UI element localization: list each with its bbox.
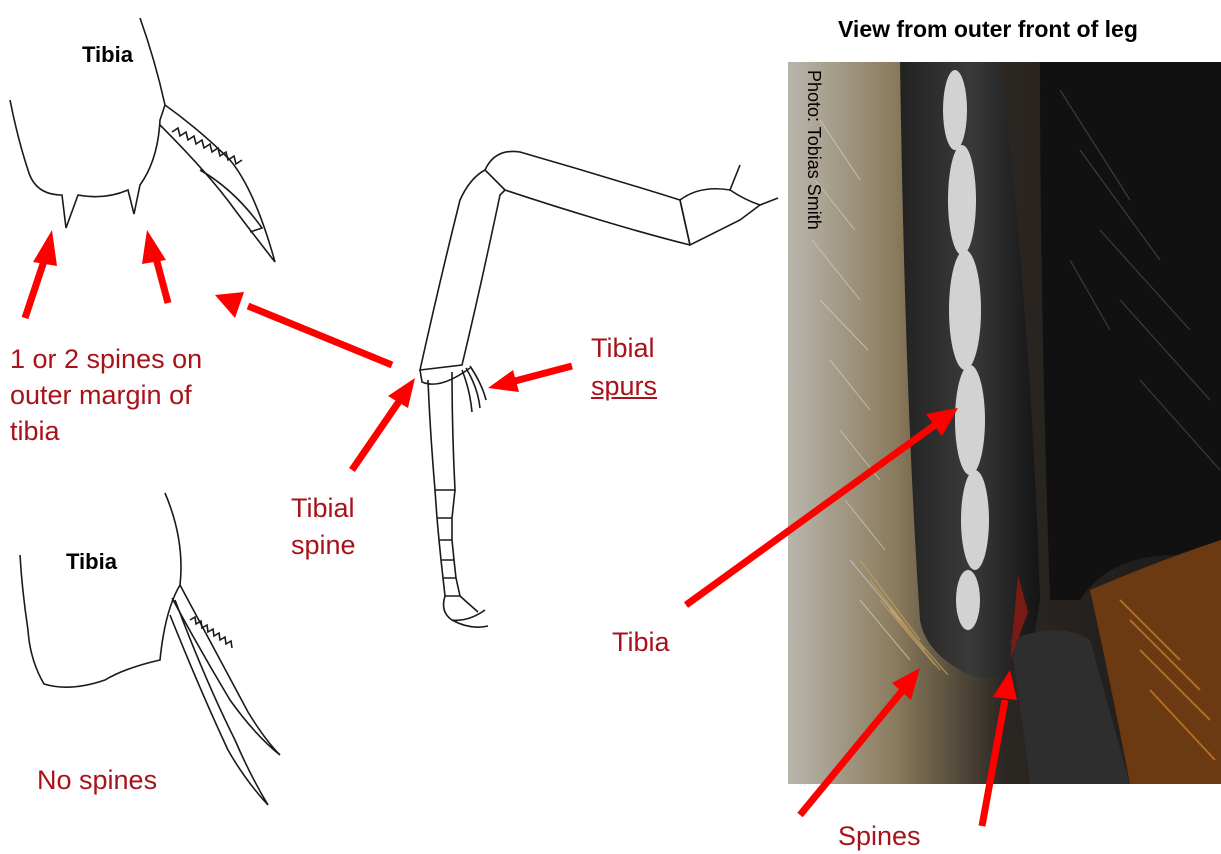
- label-tibial-spurs-line-1: Tibial: [591, 330, 655, 366]
- label-spines-line-3: tibia: [10, 413, 60, 449]
- arrow-spine-left: [25, 230, 57, 318]
- tibial-spur-bottom-a: [172, 585, 280, 755]
- coxa-trochanter: [680, 165, 778, 245]
- tibia-photo: [788, 62, 1221, 784]
- tibia-with-spines-drawing: [10, 18, 275, 262]
- label-spines-line-1: 1 or 2 spines on: [10, 341, 202, 377]
- tarsus-segments: [435, 490, 460, 596]
- tibial-spur-bottom-b: [170, 600, 268, 805]
- tibia-outline-bottom: [20, 493, 181, 687]
- label-photo-view: View from outer front of leg: [838, 16, 1138, 43]
- tibial-spur-leg: [462, 366, 486, 412]
- arrow-to-spine-drawing: [215, 292, 392, 365]
- tibia-leg: [420, 170, 505, 370]
- label-spines-line-2: outer margin of: [10, 377, 192, 413]
- arrow-spine-right: [142, 230, 168, 303]
- label-tibia-bottom: Tibia: [66, 549, 117, 575]
- label-tibial-spurs-line-2: spurs: [591, 368, 657, 404]
- label-photo-tibia: Tibia: [612, 624, 670, 660]
- label-tibia-top: Tibia: [82, 42, 133, 68]
- arrow-tibial-spurs: [488, 366, 572, 392]
- basitarsus: [428, 372, 455, 490]
- label-tibial-spine-line-2: spine: [291, 527, 356, 563]
- tibial-spur-top-2: [200, 170, 262, 232]
- label-no-spines: No spines: [37, 762, 157, 798]
- claw: [444, 596, 488, 627]
- femur-joint: [680, 200, 690, 245]
- tibia-no-spines-drawing: [20, 493, 280, 805]
- tibial-spur-top-teeth: [172, 128, 242, 164]
- femur: [485, 151, 690, 245]
- photo-credit: Photo: Tobias Smith: [803, 70, 824, 230]
- label-photo-spines: Spines: [838, 818, 921, 854]
- label-tibial-spine-line-1: Tibial: [291, 490, 355, 526]
- arrow-tibial-spine: [352, 378, 415, 470]
